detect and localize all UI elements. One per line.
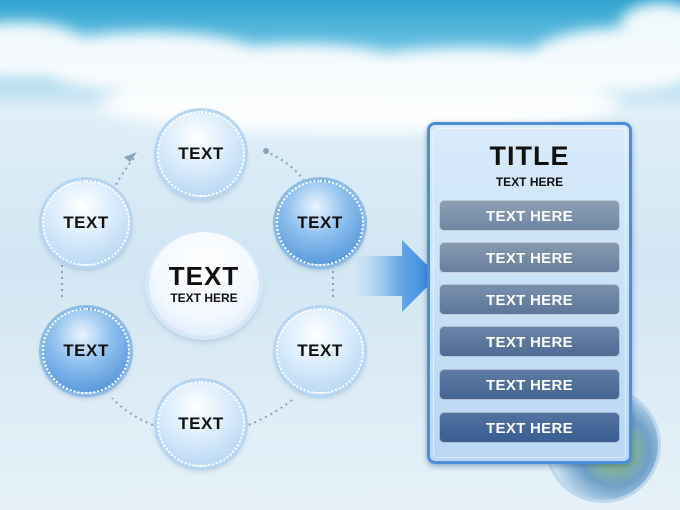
node-label: TEXT — [178, 414, 224, 433]
arrow-icon — [350, 240, 438, 312]
cycle-node-top: TEXT — [157, 111, 245, 197]
node-label: TEXT — [63, 213, 109, 232]
cloud-background — [0, 3, 680, 133]
center-title: TEXT — [168, 261, 240, 291]
cycle-node-bottom: TEXT — [157, 381, 245, 467]
panel-item: TEXT HERE — [439, 326, 620, 357]
panel-item: TEXT HERE — [439, 242, 620, 273]
title-panel: TITLE TEXT HERE TEXT HERE TEXT HERE TEXT… — [427, 122, 632, 464]
panel-item: TEXT HERE — [439, 412, 620, 443]
node-label: TEXT — [297, 341, 343, 360]
cycle-node-lower-right: TEXT — [276, 308, 364, 394]
cycle-node-upper-left: TEXT — [42, 180, 130, 266]
panel-item: TEXT HERE — [439, 284, 620, 315]
panel-subtitle: TEXT HERE — [495, 175, 564, 189]
panel-title: TITLE — [489, 141, 570, 171]
cycle-node-lower-left: TEXT — [42, 308, 130, 394]
node-label: TEXT — [297, 213, 343, 232]
cycle-center: TEXT TEXT HERE — [149, 232, 259, 336]
panel-item: TEXT HERE — [439, 369, 620, 400]
node-label: TEXT — [178, 144, 224, 163]
node-label: TEXT — [63, 341, 109, 360]
center-subtitle: TEXT HERE — [170, 291, 238, 305]
cycle-node-upper-right: TEXT — [276, 180, 364, 266]
panel-item: TEXT HERE — [439, 200, 620, 231]
